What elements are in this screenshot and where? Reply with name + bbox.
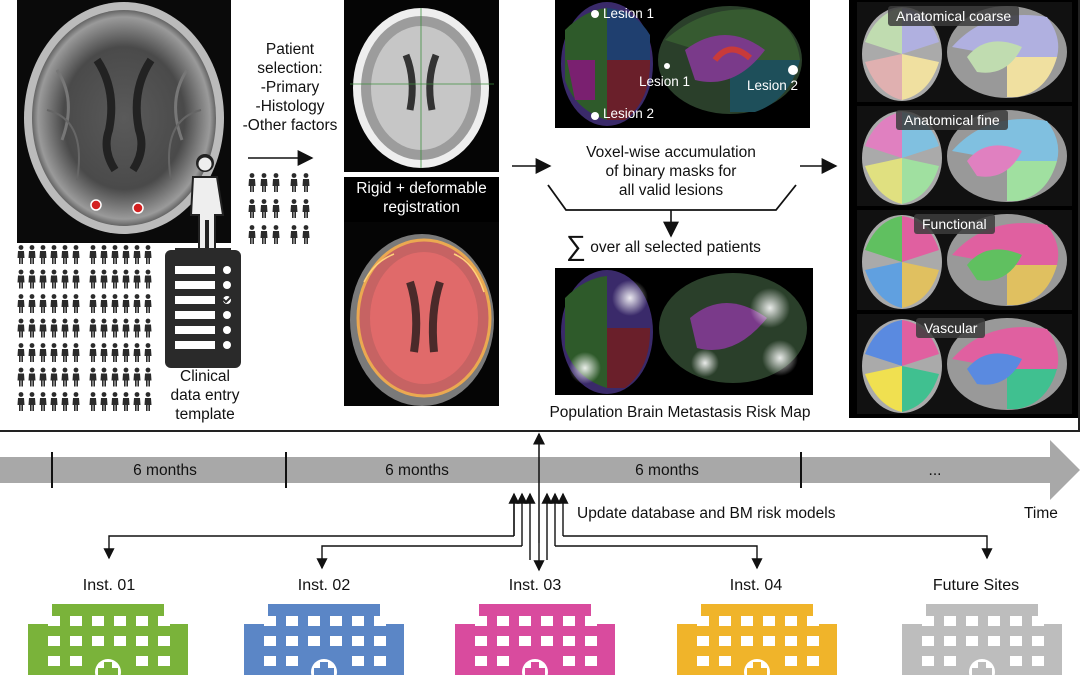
patient-icon — [189, 154, 225, 252]
lesion-label: Lesion 1 — [639, 74, 691, 89]
hospital-building-icon — [677, 600, 837, 680]
institution-connectors — [0, 432, 993, 572]
institution-label: Inst. 01 — [82, 577, 136, 594]
clinical-template-label: Clinical data entry template — [170, 368, 240, 423]
lesion-atlas-image: Lesion 1 Lesion 2 Lesion 1 Lesion 2 — [555, 0, 810, 128]
institution-label: Inst. 04 — [729, 577, 783, 594]
lesion-label: Lesion 2 — [747, 78, 799, 93]
atlas-label: Anatomical fine — [896, 110, 1008, 130]
timeline-arrow — [0, 440, 1080, 500]
hospital-building-icon — [244, 600, 404, 680]
atlas-panel — [857, 210, 1072, 310]
sum-text: over all selected patients — [590, 239, 761, 256]
atlas-label: Anatomical coarse — [888, 6, 1020, 26]
risk-map-image — [555, 268, 813, 395]
institution-label: Future Sites — [932, 577, 1020, 594]
risk-map-caption: Population Brain Metastasis Risk Map — [549, 404, 811, 421]
update-label: Update database and BM risk models — [577, 505, 836, 522]
institution-label: Inst. 03 — [508, 577, 562, 594]
timeline-segment-label: ... — [928, 462, 942, 479]
hospital-building-icon — [28, 600, 188, 680]
top-arrows — [248, 150, 838, 238]
timeline-segment-label: 6 months — [133, 462, 197, 479]
timeline-segment-label: 6 months — [385, 462, 449, 479]
lesion-label: Lesion 2 — [603, 106, 655, 121]
lesion-marker — [132, 202, 144, 214]
atlas-label: Functional — [914, 214, 995, 234]
institution-label: Inst. 02 — [297, 577, 351, 594]
timeline-segment-label: 6 months — [635, 462, 699, 479]
clipboard-icon — [165, 248, 241, 368]
sum-label: ∑ over all selected patients — [566, 232, 761, 260]
hospital-building-icon — [455, 600, 615, 680]
template-brain-image — [344, 0, 499, 172]
time-axis-label: Time — [1024, 505, 1058, 522]
atlas-panel — [857, 314, 1072, 414]
hospital-building-icon — [902, 600, 1062, 680]
accumulation-label: Voxel-wise accumulation of binary masks … — [586, 144, 756, 199]
registered-overlay-image — [344, 222, 499, 406]
selected-patients-icons — [248, 173, 310, 244]
patient-selection-label: Patient selection: -Primary -Histology -… — [242, 41, 338, 134]
atlas-label: Vascular — [916, 318, 986, 338]
top-panel-frame — [0, 0, 1080, 432]
lesion-label: Lesion 1 — [603, 6, 655, 21]
sum-symbol: ∑ — [566, 230, 586, 261]
lesion-marker — [90, 199, 102, 211]
registration-label: Rigid + deformable registration — [344, 177, 499, 223]
axial-mri-image — [17, 0, 231, 243]
